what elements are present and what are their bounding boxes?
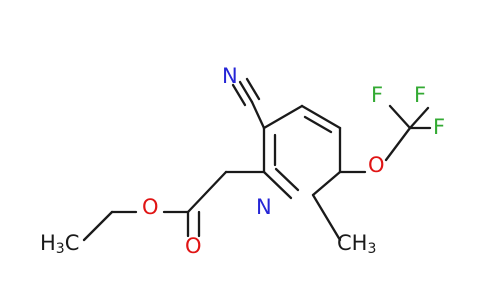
bond-o-cf3 [384, 126, 412, 162]
bond-ch2-carbonyl [186, 170, 228, 214]
bond-ring-c6-n1 [311, 170, 342, 197]
bond-cn-triple-c [245, 77, 261, 101]
bond-cn-triple-b [231, 83, 247, 107]
ethyl-h: H [40, 231, 56, 255]
bond-cn-triple-a [238, 80, 254, 104]
ethyl-c: C [65, 231, 80, 255]
fluorine-left-label: F [371, 83, 383, 107]
bond-cf3-f-right [408, 106, 430, 130]
bond-cf3-f-left [388, 104, 412, 130]
methyl-subscript: 3 [367, 241, 376, 257]
ethyl-subscript: 3 [56, 241, 65, 257]
bond-c6-methyl [311, 193, 342, 242]
bond-ring-c3-c4 [262, 104, 304, 130]
bond-ring-n1-c2 [262, 170, 293, 200]
ether-oxygen-label: O [368, 153, 385, 177]
bond-ring-n1-c2-double [274, 167, 300, 192]
ester-oxygen-label: O [142, 195, 159, 219]
carbonyl-oxygen-label: O [185, 234, 202, 258]
bond-ring-c4-c5-double [303, 115, 333, 134]
bond-c3-cn [250, 100, 266, 130]
bond-ring-c4-c5 [300, 104, 342, 130]
ring-nitrogen-label: N [256, 195, 272, 219]
fluorine-right-label: F [414, 83, 426, 107]
methyl-ch: CH [337, 231, 367, 255]
ethyl-methyl-label: H3C [40, 231, 79, 257]
bond-ch2-ch3 [82, 210, 114, 242]
methyl-label: CH3 [337, 231, 376, 257]
fluorine-bottom-label: F [433, 115, 445, 139]
nitrile-nitrogen-label: N [222, 64, 238, 88]
